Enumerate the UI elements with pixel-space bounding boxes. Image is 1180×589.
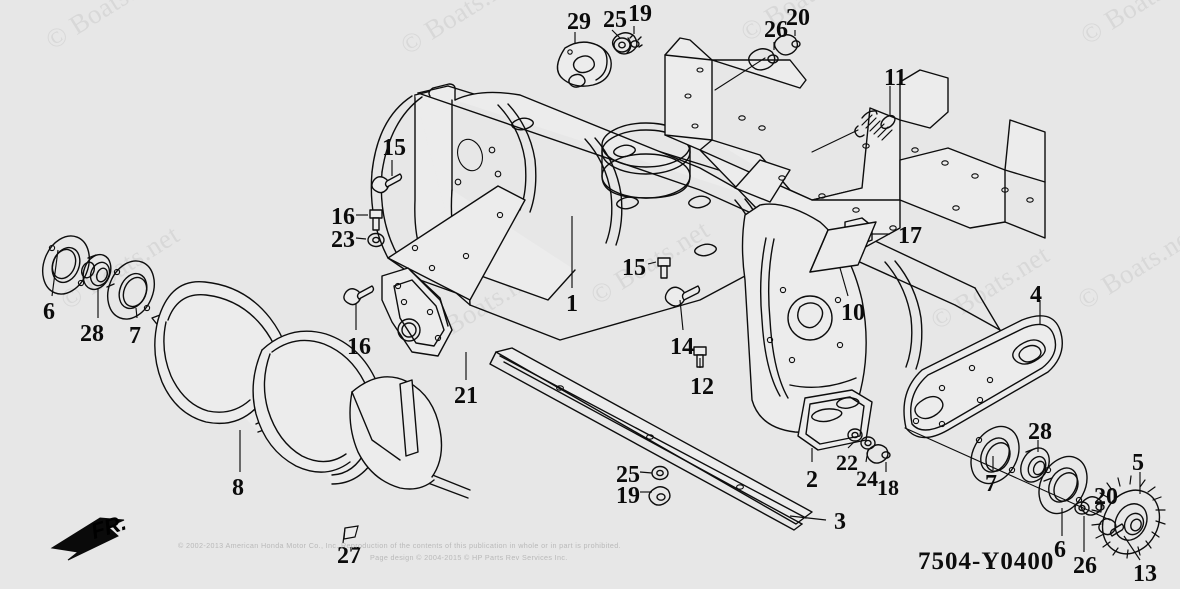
callout-27: 27 xyxy=(337,543,361,569)
callout-6b: 6 xyxy=(1054,537,1066,563)
callout-12: 12 xyxy=(690,374,714,400)
callout-17: 17 xyxy=(898,223,922,249)
callout-6: 6 xyxy=(43,299,55,325)
callout-2: 2 xyxy=(806,467,818,493)
callout-13: 13 xyxy=(1133,561,1157,587)
callout-22: 22 xyxy=(836,450,858,475)
callout-7b: 7 xyxy=(985,471,997,497)
callout-19: 19 xyxy=(628,1,652,27)
callout-10: 10 xyxy=(841,300,865,326)
callout-16: 16 xyxy=(331,204,355,230)
callout-7: 7 xyxy=(129,323,141,349)
callout-15: 15 xyxy=(382,135,406,161)
callout-16b: 16 xyxy=(347,334,371,360)
callout-25: 25 xyxy=(603,7,627,33)
callout-23: 23 xyxy=(331,227,355,253)
callout-20b: 20 xyxy=(1094,484,1118,510)
copyright-line-1: © 2002-2013 American Honda Motor Co., In… xyxy=(178,541,621,550)
callout-19b: 19 xyxy=(616,483,640,509)
callout-25b: 25 xyxy=(616,462,640,488)
callout-28b: 28 xyxy=(1028,419,1052,445)
copyright-line-2: Page design © 2004-2015 © HP Parts Rev S… xyxy=(370,553,568,562)
callout-24: 24 xyxy=(856,466,878,491)
callout-20: 20 xyxy=(786,5,810,31)
callout-5: 5 xyxy=(1132,450,1144,476)
callout-28: 28 xyxy=(80,321,104,347)
callout-1: 1 xyxy=(566,291,578,317)
front-direction-arrow xyxy=(50,517,125,561)
callout-8: 8 xyxy=(232,475,244,501)
callout-26: 26 xyxy=(764,17,788,43)
callout-14: 14 xyxy=(670,334,694,360)
diagram-part-number: 7504-Y0400 xyxy=(918,548,1055,575)
callout-15b: 15 xyxy=(622,255,646,281)
callout-18: 18 xyxy=(877,475,899,500)
callout-29: 29 xyxy=(567,9,591,35)
callout-26b: 26 xyxy=(1073,553,1097,579)
callout-3: 3 xyxy=(834,509,846,535)
callout-4: 4 xyxy=(1030,282,1042,308)
callout-21: 21 xyxy=(454,383,478,409)
callout-11: 11 xyxy=(884,65,907,91)
